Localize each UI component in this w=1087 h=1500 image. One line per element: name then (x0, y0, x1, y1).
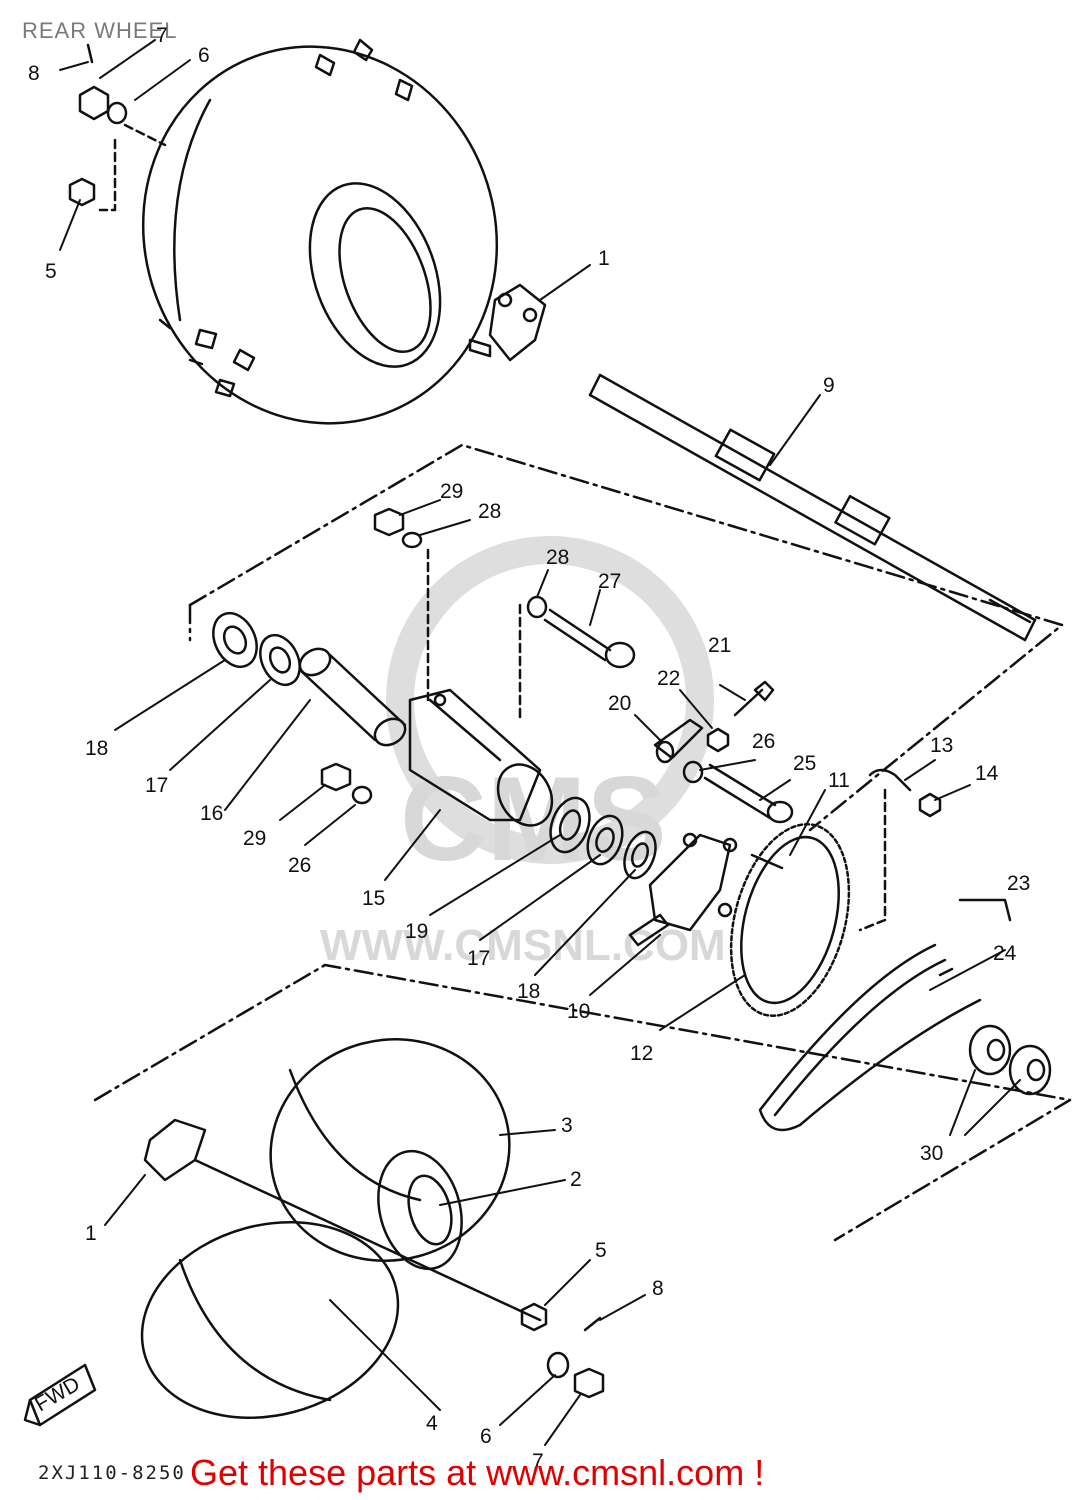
callout-13: 13 (930, 734, 953, 757)
fwd-arrow-icon (23, 1363, 97, 1427)
callout-19: 19 (405, 920, 428, 943)
washer-26-right (682, 760, 704, 784)
nut-22 (706, 727, 730, 753)
assembly-frame-lower (93, 963, 1072, 1242)
nut-14 (918, 792, 942, 818)
callout-15: 15 (362, 887, 385, 910)
bearing-18-left (212, 612, 258, 668)
lower-axle-line (193, 1158, 542, 1322)
castle-nut-7-upper (78, 85, 110, 121)
washer-28-upper (401, 531, 423, 549)
callout-8-lower: 8 (652, 1277, 664, 1300)
bearing-18-right (623, 830, 657, 880)
clamp-20 (653, 718, 704, 764)
sprocket-12 (729, 823, 851, 1017)
bolt-27 (543, 608, 636, 669)
roller-30-a (968, 1024, 1012, 1076)
collar-16 (298, 647, 407, 747)
callout-16: 16 (200, 802, 223, 825)
drive-chain-23 (758, 943, 982, 1132)
nut-5-upper (68, 177, 96, 207)
upper-hub-1 (468, 283, 547, 362)
callout-20: 20 (608, 692, 631, 715)
callout-18-left: 18 (85, 737, 108, 760)
washer-28-right (526, 595, 548, 619)
callout-18-right: 18 (517, 980, 540, 1003)
callout-3: 3 (561, 1114, 573, 1137)
roller-30-b (1008, 1044, 1052, 1096)
lower-tire-3 (140, 1038, 511, 1419)
callout-28-upper: 28 (478, 500, 501, 523)
callout-9: 9 (823, 374, 835, 397)
callout-17-right: 17 (467, 947, 490, 970)
rim-2 (377, 1149, 463, 1271)
callout-7-upper: 7 (156, 24, 168, 47)
drawing-code: 2XJ110-8250 (38, 1462, 186, 1484)
callout-numbers: 1 9 29 28 28 27 21 22 20 26 25 11 13 14 … (28, 24, 1030, 1473)
callout-21: 21 (708, 634, 731, 657)
callout-14: 14 (975, 762, 999, 785)
castle-nut-7-lower (573, 1367, 605, 1399)
callout-30: 30 (920, 1142, 943, 1165)
callout-1-upper: 1 (598, 247, 610, 270)
callout-25: 25 (793, 752, 816, 775)
bearing-17-left (259, 633, 301, 687)
watermark-url: WWW.CMSNL.COM (320, 921, 726, 970)
lower-hub-1 (143, 1118, 207, 1182)
callout-6-lower: 6 (480, 1425, 492, 1448)
chain-bracket-23 (958, 898, 1012, 922)
callout-10: 10 (567, 1000, 590, 1023)
assembly-frame-upper (188, 443, 1064, 832)
rear-axle-9 (588, 373, 1037, 642)
callout-26-right: 26 (752, 730, 775, 753)
promo-link-text[interactable]: Get these parts at www.cmsnl.com ! (190, 1452, 765, 1493)
watermark: CMS WWW.CMSNL.COM (320, 536, 726, 970)
bolt-21 (733, 680, 775, 717)
callout-23: 23 (1007, 872, 1030, 895)
axle-housing-15 (408, 688, 554, 827)
callout-26-lower: 26 (288, 854, 311, 877)
callout-2: 2 (570, 1168, 582, 1191)
cotter-pin-8-lower (583, 1316, 602, 1332)
seal-19 (549, 796, 591, 854)
callout-29-lower: 29 (243, 827, 266, 850)
washer-6-upper (106, 101, 128, 125)
leader-lines (59, 39, 1021, 1446)
bolt-25 (703, 763, 794, 824)
callout-7-lower: 7 (532, 1450, 544, 1473)
callout-29-upper: 29 (440, 480, 463, 503)
washer-26-lower (351, 785, 373, 805)
bearing-17-right (586, 814, 624, 866)
callout-5-upper: 5 (45, 260, 57, 283)
cotter-pin-8-upper (86, 43, 94, 64)
callout-5-lower: 5 (595, 1239, 607, 1262)
diagram-title: REAR WHEEL (22, 18, 178, 43)
callout-28-right: 28 (546, 546, 569, 569)
nut-5-lower (520, 1302, 548, 1332)
callout-22: 22 (657, 667, 680, 690)
watermark-brand: CMS (400, 752, 667, 886)
upper-tire (141, 38, 499, 425)
callout-12: 12 (630, 1042, 653, 1065)
callout-24: 24 (993, 942, 1017, 965)
nut-29-lower (320, 762, 352, 792)
washer-6-lower (546, 1351, 570, 1379)
callout-4: 4 (426, 1412, 438, 1435)
callout-11: 11 (828, 769, 850, 792)
callout-27: 27 (598, 570, 621, 593)
fwd-label: FWD (31, 1372, 84, 1416)
callout-17-left: 17 (145, 774, 168, 797)
callout-8-upper: 8 (28, 62, 40, 85)
nut-29-upper (373, 507, 405, 537)
callout-6-upper: 6 (198, 44, 210, 67)
sprocket-hub-10 (628, 832, 738, 947)
callout-1-lower: 1 (85, 1222, 97, 1245)
clip-13 (858, 768, 912, 932)
